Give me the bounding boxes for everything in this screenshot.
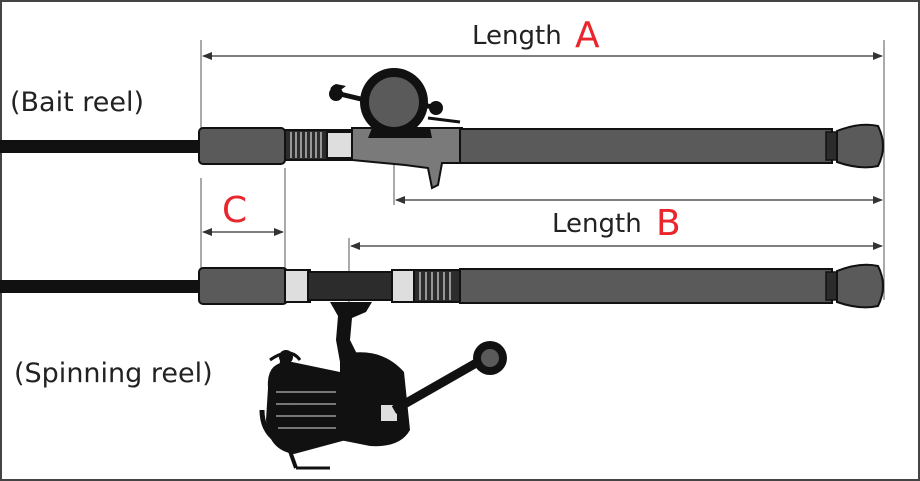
bait-reel [329, 68, 461, 138]
bait-reel-spool [367, 75, 421, 129]
c-letter: C [222, 190, 247, 231]
bait-rod-rear-grip [198, 127, 286, 165]
spinning-rod-fore-grip [459, 268, 833, 304]
spinning-reel-label: (Spinning reel) [14, 358, 213, 389]
bait-reel-foot [368, 128, 432, 138]
length-a-label: Length [472, 21, 562, 51]
length-b-letter: B [656, 203, 681, 244]
spinning-reel-stem [330, 302, 372, 362]
spinning-reel-spool [266, 361, 346, 454]
bait-rod-fore-grip [459, 128, 833, 164]
spinning-reel-handle-arm [391, 358, 481, 414]
spinning-rod-rear-grip [198, 267, 288, 305]
spinning-rod-rear-hood [284, 269, 311, 303]
length-a-letter: A [575, 15, 600, 56]
bait-rod-butt-cap [836, 123, 884, 169]
spinning-reel-bail [279, 359, 292, 401]
bait-reel-handle-knob-left [329, 87, 343, 101]
bait-rod-blank [0, 140, 202, 153]
bait-reel-label: (Bait reel) [10, 87, 144, 118]
spinning-rod-butt-cap [836, 263, 884, 309]
bait-rod-locking-ring [326, 131, 356, 159]
spinning-rod-reel-seat [307, 271, 395, 301]
length-b-label: Length [552, 209, 642, 239]
spinning-rod-front-hood [391, 269, 417, 303]
spinning-reel [259, 302, 507, 470]
spinning-rod-blank [0, 280, 202, 293]
bait-rod [0, 68, 884, 190]
spinning-rod [0, 263, 884, 470]
